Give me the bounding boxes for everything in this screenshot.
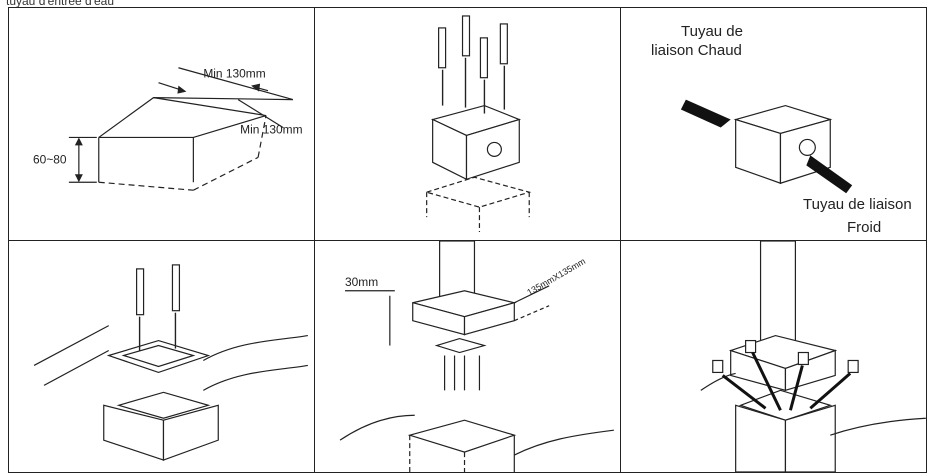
pipe-connection-drawing	[680, 99, 853, 194]
step-3-pipe-connection: Tuyau de liaison Chaud Tuyau de liaison …	[621, 8, 927, 241]
depth-label: 60~80	[33, 152, 67, 166]
box-anchoring-drawing	[424, 15, 532, 233]
step-1-excavation: Min 130mm Min 130mm 60~80	[9, 8, 315, 241]
height-dimension-label: 30mm	[345, 275, 378, 289]
step-4-lid-fixing	[9, 241, 315, 473]
min-width-label: Min 130mm	[203, 67, 265, 81]
cold-pipe-label-line1: Tuyau de liaison	[803, 196, 912, 213]
anchor-bolt	[438, 27, 447, 69]
cold-arrow-icon	[806, 155, 853, 194]
step-2-box-anchoring	[315, 8, 621, 241]
hot-pipe-label-line1: Tuyau de	[681, 23, 743, 40]
cold-pipe-label-line2: Froid	[847, 219, 882, 236]
installation-steps-grid: Min 130mm Min 130mm 60~80	[8, 7, 927, 473]
hot-pipe-label-line2: liaison Chaud	[651, 42, 742, 59]
step-5-column-mounting: 30mm 135mmX135mm	[315, 241, 621, 473]
excavation-drawing: Min 130mm Min 130mm 60~80	[33, 67, 303, 191]
hot-arrow-icon	[680, 99, 731, 128]
column-mounting-drawing: 30mm 135mmX135mm	[339, 241, 614, 472]
size-dimension-label: 135mmX135mm	[525, 256, 587, 298]
column-fixing-drawing	[700, 241, 926, 472]
figure-caption: tuyau d'entrée d'eau	[6, 0, 114, 8]
step-6-column-fixing	[621, 241, 927, 473]
min-length-label: Min 130mm	[240, 122, 302, 136]
lid-fixing-drawing	[33, 264, 308, 461]
